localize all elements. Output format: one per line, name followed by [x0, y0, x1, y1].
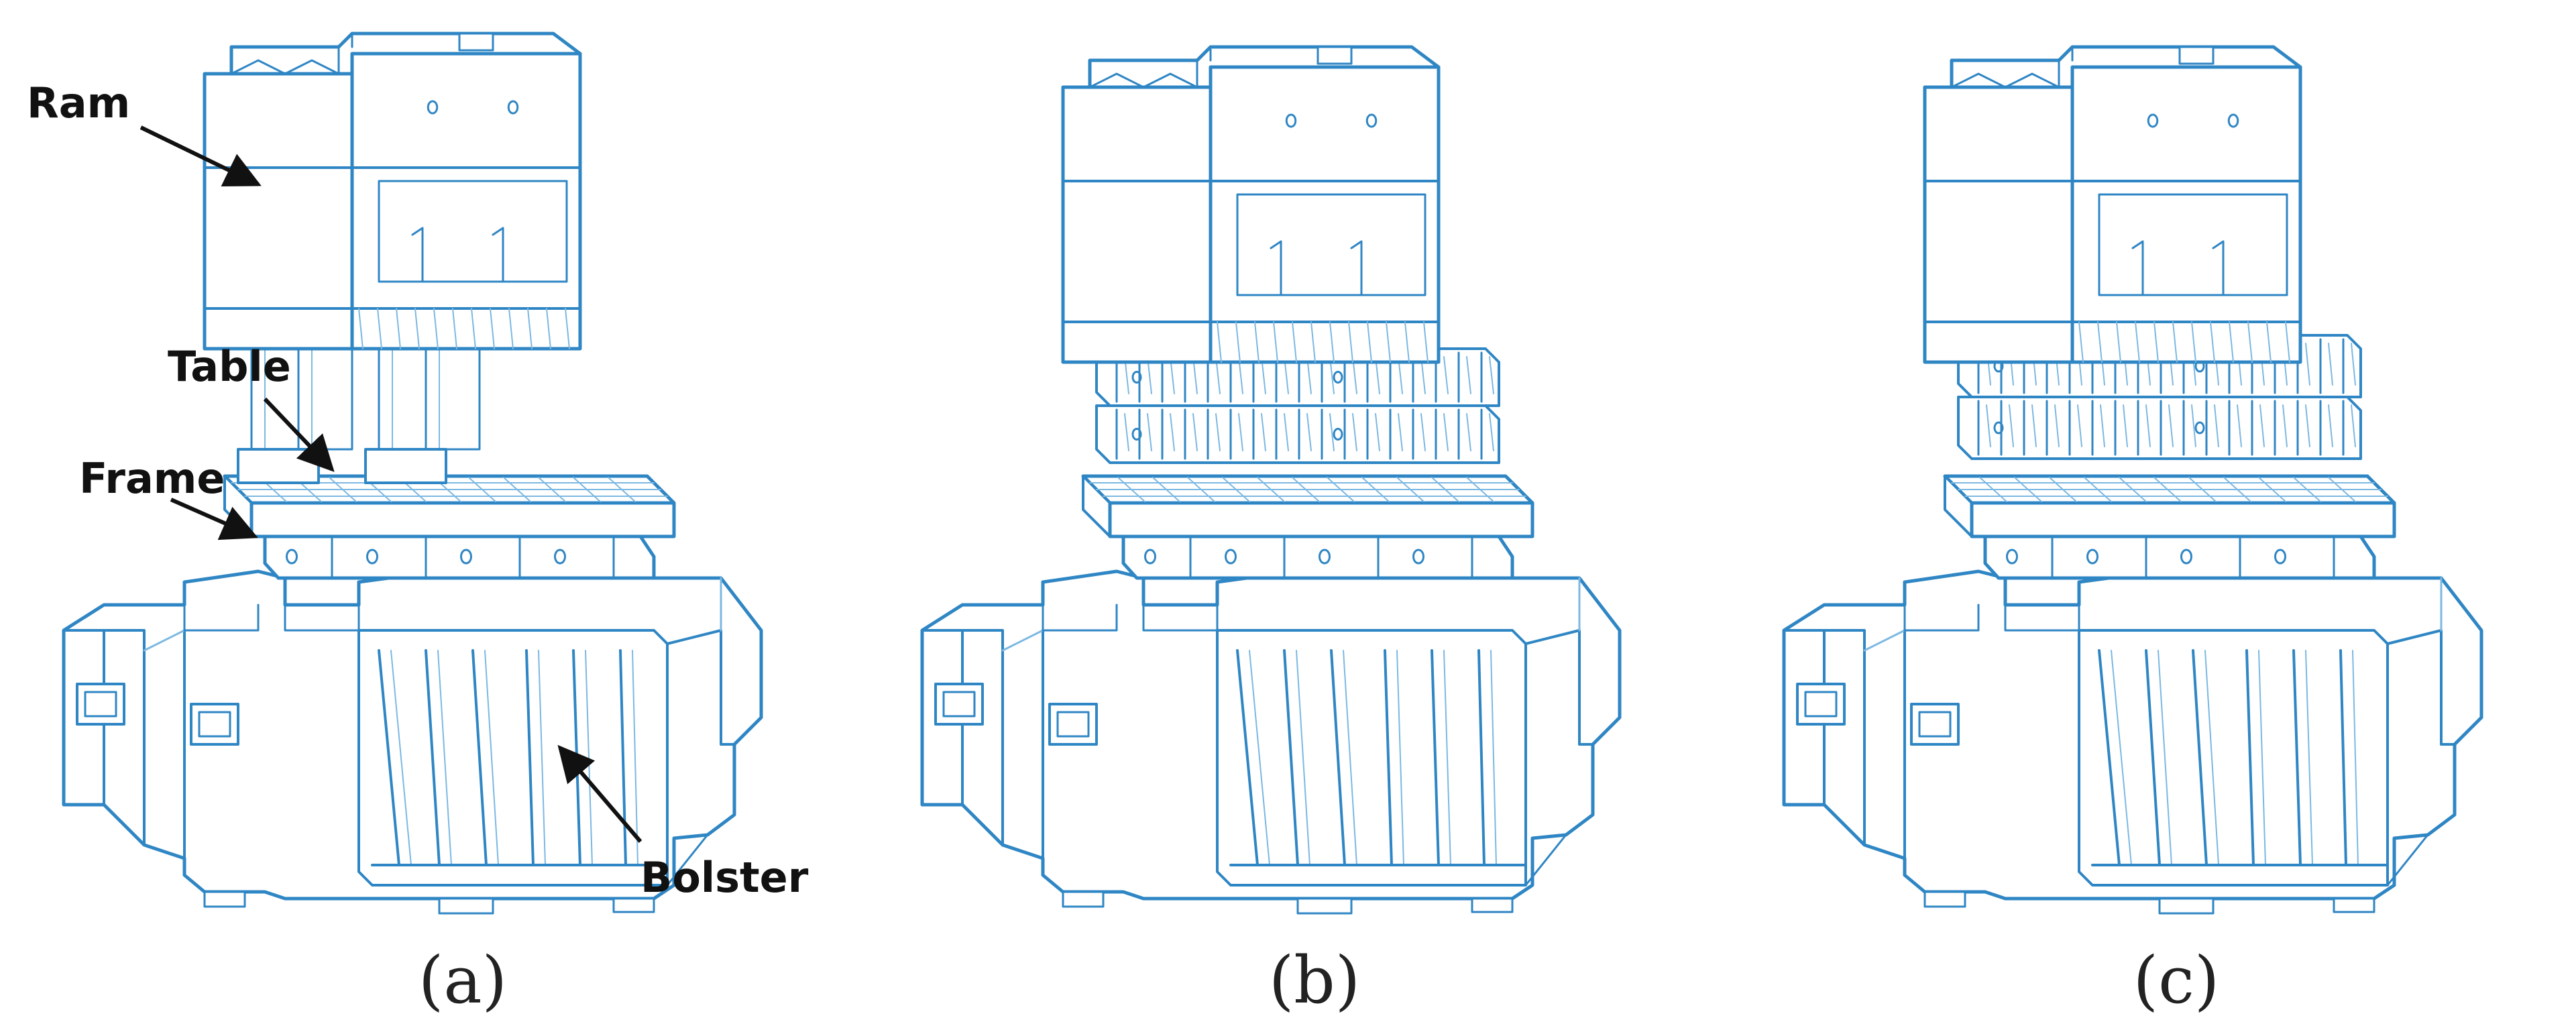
bolster — [62, 555, 763, 915]
bolster-arrow — [557, 744, 642, 843]
ram-arrow — [139, 125, 262, 187]
annotation-arrows — [139, 125, 642, 843]
panel-c — [1782, 45, 2483, 915]
table — [1943, 474, 2396, 538]
frame-wrap — [1121, 534, 1514, 580]
ram — [1923, 45, 2302, 364]
ram-wrap — [1923, 45, 2302, 364]
bolster — [920, 555, 1622, 915]
panel-b — [920, 45, 1622, 915]
frame-label: Frame — [79, 454, 225, 503]
bolster-wrap — [1782, 555, 2483, 915]
table-label: Table — [168, 342, 291, 391]
ram-wrap — [203, 32, 582, 351]
dies-wrap — [1095, 347, 1500, 464]
ram-label: Ram — [27, 78, 130, 127]
caption-a: (a) — [418, 943, 507, 1018]
die-sets — [1095, 347, 1500, 464]
frame-wrap — [1983, 534, 2376, 580]
ram-wrap — [1061, 45, 1441, 364]
frame-wrap — [263, 534, 656, 580]
caption-c: (c) — [2133, 943, 2220, 1018]
bolster-wrap — [62, 555, 763, 915]
caption-b: (b) — [1269, 943, 1360, 1018]
frame — [1983, 534, 2376, 580]
ram — [203, 32, 582, 351]
table — [1081, 474, 1534, 538]
table-arrow — [263, 397, 335, 472]
bolster-wrap — [920, 555, 1622, 915]
ram — [1061, 45, 1441, 364]
bolster-label: Bolster — [640, 853, 809, 902]
frame — [1121, 534, 1514, 580]
panel-a — [62, 32, 763, 915]
frame — [263, 534, 656, 580]
frame-arrow — [170, 498, 258, 540]
bolster — [1782, 555, 2483, 915]
table — [223, 474, 676, 538]
table-wrap — [223, 474, 676, 538]
table-wrap — [1081, 474, 1534, 538]
table-wrap — [1943, 474, 2396, 538]
